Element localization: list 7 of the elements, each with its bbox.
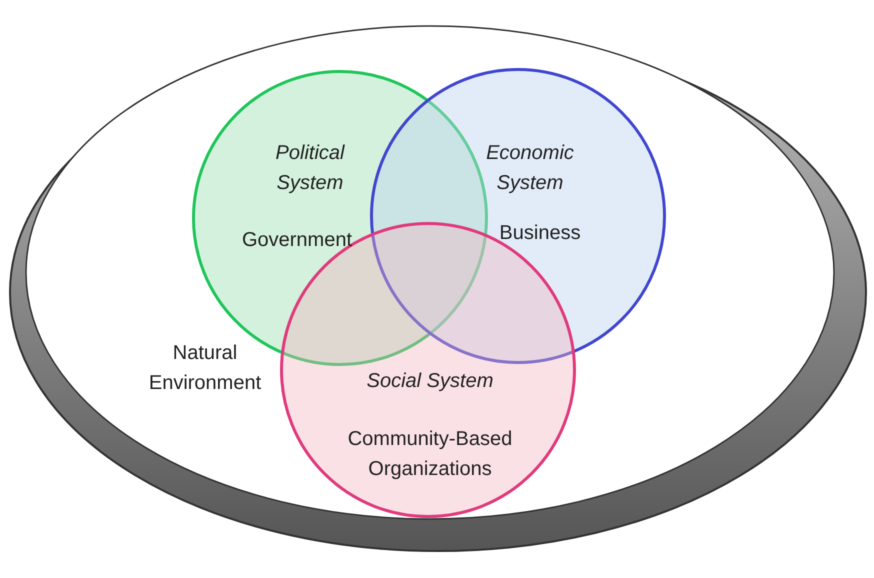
- system-heading: Political System: [274, 141, 346, 196]
- system-heading: Economic System: [485, 141, 575, 196]
- sector-label: Government: [240, 228, 354, 253]
- sector-label: Business: [498, 221, 582, 246]
- sector-label: Community-Based Organizations: [346, 427, 514, 482]
- system-heading: Social System: [366, 369, 494, 394]
- environment-label: Natural Environment: [148, 341, 262, 396]
